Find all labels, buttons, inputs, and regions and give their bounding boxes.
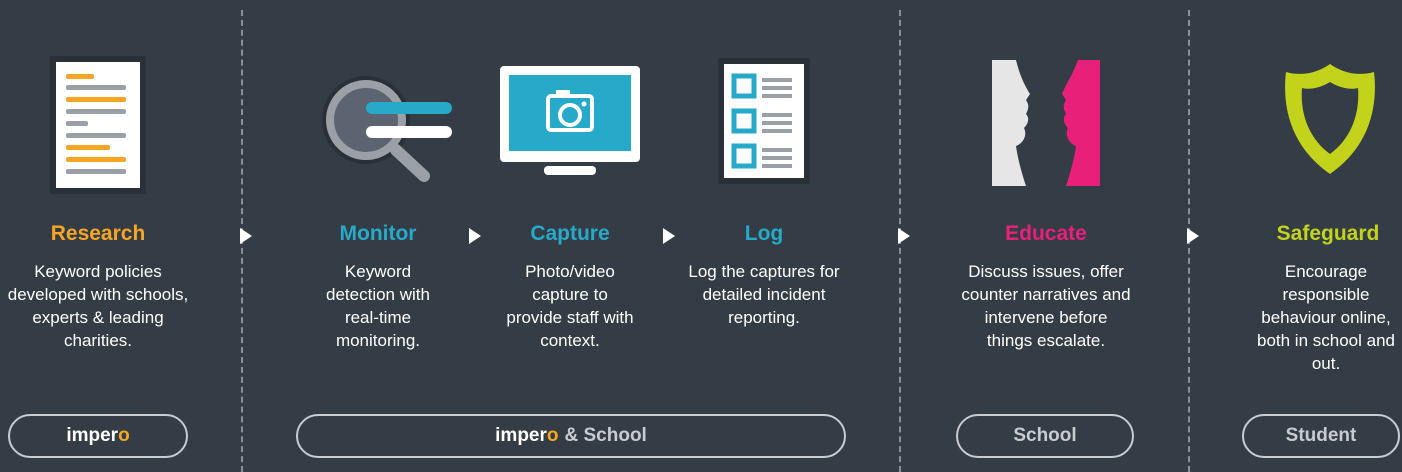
research-description: Keyword policies developed with schools,… — [7, 262, 189, 350]
impero-logo-o: o — [118, 425, 130, 446]
educate-description: Discuss issues, offer counter narratives… — [961, 262, 1131, 350]
monitor-camera-icon — [500, 66, 640, 175]
safeguard-description: Encourage responsible behaviour online, … — [1257, 262, 1395, 373]
shield-icon — [1285, 64, 1375, 174]
arrow-right-icon — [240, 228, 252, 244]
log-title: Log — [744, 222, 784, 245]
arrow-right-icon — [469, 228, 481, 244]
school-pill: School — [956, 414, 1134, 458]
arrow-right-icon — [663, 228, 675, 244]
monitor-title: Monitor — [339, 222, 417, 245]
arrow-right-icon — [898, 228, 910, 244]
research-title: Research — [50, 222, 146, 245]
faces-icon — [992, 60, 1100, 186]
document-icon — [50, 56, 146, 194]
safeguard-title: Safeguard — [1276, 222, 1380, 245]
capture-description: Photo/video capture to provide staff wit… — [506, 262, 634, 350]
arrow-right-icon — [1187, 228, 1199, 244]
impero-logo-o: o — [546, 425, 559, 446]
magnifier-icon — [322, 76, 452, 182]
impero-logo-text: imper — [495, 425, 547, 446]
checklist-icon — [718, 58, 810, 184]
monitor-description: Keyword detection with real-time monitor… — [326, 262, 430, 350]
impero-logo-text: imper — [66, 425, 119, 446]
capture-title: Capture — [530, 222, 610, 245]
educate-title: Educate — [1005, 222, 1087, 245]
school-suffix: & School — [564, 425, 647, 446]
student-pill: Student — [1242, 414, 1400, 458]
log-description: Log the captures for detailed incident r… — [688, 262, 840, 327]
